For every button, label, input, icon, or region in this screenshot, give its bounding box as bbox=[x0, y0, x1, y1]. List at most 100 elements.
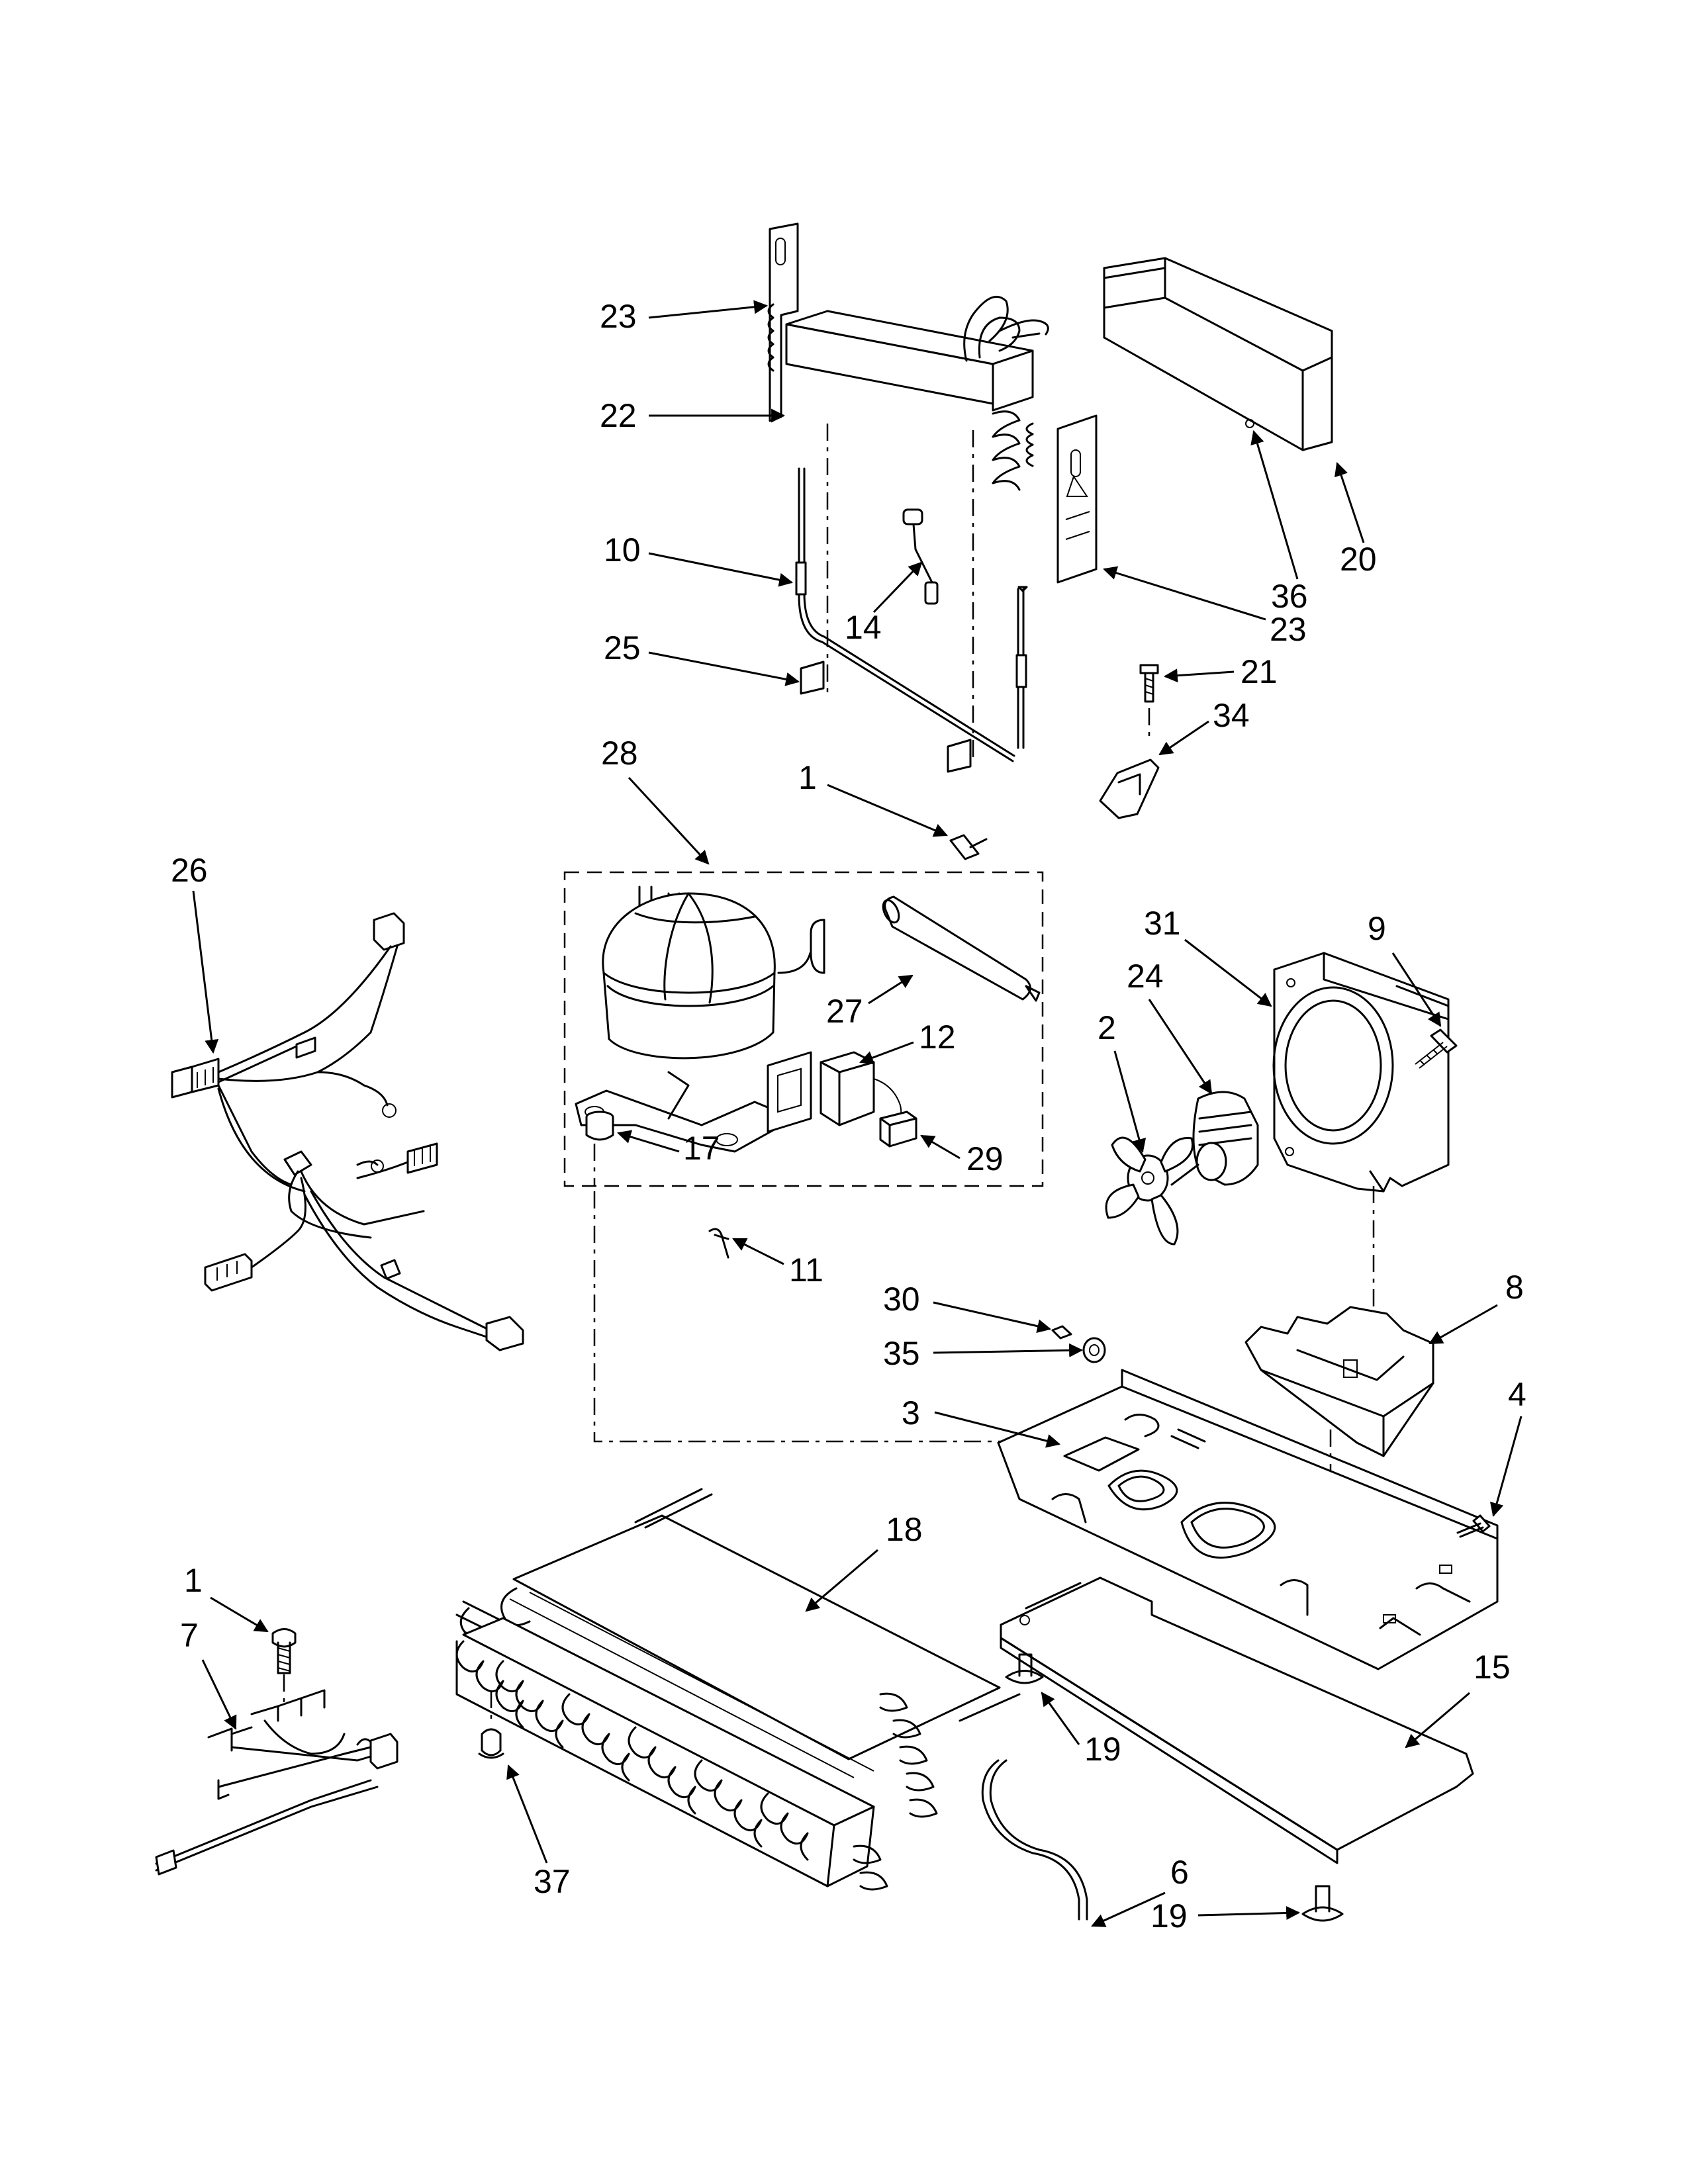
evaporator bbox=[767, 222, 1049, 491]
callout-label: 27 bbox=[826, 993, 863, 1030]
callout-label: 24 bbox=[1127, 958, 1164, 995]
callout-label: 19 bbox=[1084, 1731, 1121, 1768]
callout-28: 28 bbox=[601, 735, 710, 865]
callout-19: 19 bbox=[1041, 1692, 1121, 1768]
callout-12: 12 bbox=[859, 1019, 956, 1065]
callout-20: 20 bbox=[1335, 462, 1377, 578]
callout-label: 18 bbox=[886, 1511, 923, 1548]
callout-label: 22 bbox=[600, 397, 637, 434]
callout-label: 36 bbox=[1271, 578, 1308, 615]
callout-label: 15 bbox=[1474, 1649, 1511, 1686]
condenser-clip bbox=[478, 1691, 504, 1759]
callout-23: 23 bbox=[600, 298, 769, 335]
callout-label: 14 bbox=[845, 609, 882, 646]
callout-11: 11 bbox=[732, 1238, 823, 1289]
callout-label: 11 bbox=[789, 1251, 823, 1289]
callout-label: 26 bbox=[171, 852, 208, 889]
drain-tube bbox=[981, 1759, 1088, 1921]
shroud-screw bbox=[1415, 1028, 1458, 1069]
callout-label: 1 bbox=[184, 1562, 203, 1599]
callout-14: 14 bbox=[845, 561, 923, 646]
callout-label: 6 bbox=[1170, 1854, 1189, 1891]
compressor-base bbox=[997, 1369, 1499, 1670]
screw-bracket bbox=[1099, 664, 1160, 819]
base-plate bbox=[1000, 1576, 1474, 1864]
tubing-clip bbox=[708, 1228, 729, 1259]
ground-screw bbox=[271, 1628, 297, 1707]
screw bbox=[949, 834, 988, 860]
callout-37: 37 bbox=[506, 1764, 571, 1900]
callout-label: 10 bbox=[604, 531, 641, 569]
callout-7: 7 bbox=[180, 1617, 237, 1730]
callouts: 23 22 10 25 14 20 36 23 bbox=[171, 298, 1526, 1934]
callout-15: 15 bbox=[1405, 1649, 1511, 1749]
callout-label: 19 bbox=[1150, 1897, 1188, 1934]
motor-grommet bbox=[1082, 1337, 1106, 1363]
callout-25: 25 bbox=[604, 629, 800, 686]
callout-label: 21 bbox=[1241, 653, 1278, 690]
callout-label: 3 bbox=[902, 1394, 920, 1432]
condenser-fan-blade bbox=[1105, 1136, 1194, 1246]
evaporator-bracket-right bbox=[1056, 414, 1098, 584]
base-screw bbox=[1456, 1514, 1491, 1538]
callout-label: 37 bbox=[534, 1863, 571, 1900]
callout-1-top: 1 bbox=[798, 759, 948, 837]
callout-4: 4 bbox=[1489, 1376, 1526, 1518]
callout-27: 27 bbox=[826, 974, 914, 1030]
callout-label: 23 bbox=[1270, 611, 1307, 648]
compressor bbox=[575, 886, 825, 1153]
callout-label: 25 bbox=[604, 629, 641, 666]
leveling-leg-rear bbox=[1301, 1885, 1344, 1922]
callout-8: 8 bbox=[1429, 1269, 1524, 1345]
callout-label: 17 bbox=[683, 1130, 720, 1167]
callout-label: 35 bbox=[883, 1335, 920, 1372]
callout-label: 31 bbox=[1144, 905, 1181, 942]
overload bbox=[879, 1111, 917, 1148]
drain-pan bbox=[1244, 1306, 1434, 1457]
callout-label: 28 bbox=[601, 735, 638, 772]
callout-30: 30 bbox=[883, 1281, 1052, 1334]
callout-26: 26 bbox=[171, 852, 219, 1054]
callout-label: 4 bbox=[1508, 1376, 1526, 1413]
callout-34: 34 bbox=[1158, 697, 1250, 756]
callout-29: 29 bbox=[920, 1134, 1004, 1177]
callout-label: 1 bbox=[798, 759, 817, 796]
callout-label: 29 bbox=[966, 1140, 1004, 1177]
leveling-leg bbox=[1005, 1653, 1044, 1684]
sleeve bbox=[1051, 1325, 1072, 1340]
callout-label: 7 bbox=[180, 1617, 199, 1654]
callout-3: 3 bbox=[902, 1394, 1061, 1448]
defrost-thermostat bbox=[902, 508, 939, 605]
start-relay bbox=[820, 1051, 902, 1126]
wire-harness bbox=[171, 912, 524, 1351]
callout-2: 2 bbox=[1098, 1009, 1147, 1154]
callout-18: 18 bbox=[805, 1511, 923, 1612]
callout-24: 24 bbox=[1127, 958, 1213, 1095]
callout-21: 21 bbox=[1163, 653, 1278, 690]
callout-23-right: 23 bbox=[1102, 566, 1307, 648]
callout-36: 36 bbox=[1250, 430, 1308, 615]
callout-6: 6 bbox=[1091, 1854, 1189, 1927]
callout-label: 20 bbox=[1340, 541, 1377, 578]
callout-31: 31 bbox=[1144, 905, 1272, 1007]
callout-label: 23 bbox=[600, 298, 637, 335]
condenser bbox=[455, 1488, 1021, 1891]
callout-10: 10 bbox=[604, 531, 794, 587]
callout-17: 17 bbox=[616, 1130, 720, 1167]
filter-drier bbox=[882, 895, 1041, 1002]
callout-label: 2 bbox=[1098, 1009, 1116, 1046]
fan-shroud bbox=[1272, 952, 1450, 1193]
callout-35: 35 bbox=[883, 1335, 1084, 1372]
compressor-group-box bbox=[563, 871, 1044, 1187]
callout-22: 22 bbox=[600, 397, 786, 434]
callout-label: 8 bbox=[1505, 1269, 1524, 1306]
condenser-fan-motor bbox=[1170, 1091, 1259, 1186]
defrost-heater bbox=[795, 467, 1028, 773]
evaporator-cover bbox=[1103, 257, 1333, 451]
callout-label: 30 bbox=[883, 1281, 920, 1318]
callout-1-bottom: 1 bbox=[184, 1562, 269, 1633]
callout-label: 12 bbox=[919, 1019, 956, 1056]
callout-19-rear: 19 bbox=[1150, 1897, 1301, 1934]
callout-label: 9 bbox=[1368, 910, 1386, 947]
